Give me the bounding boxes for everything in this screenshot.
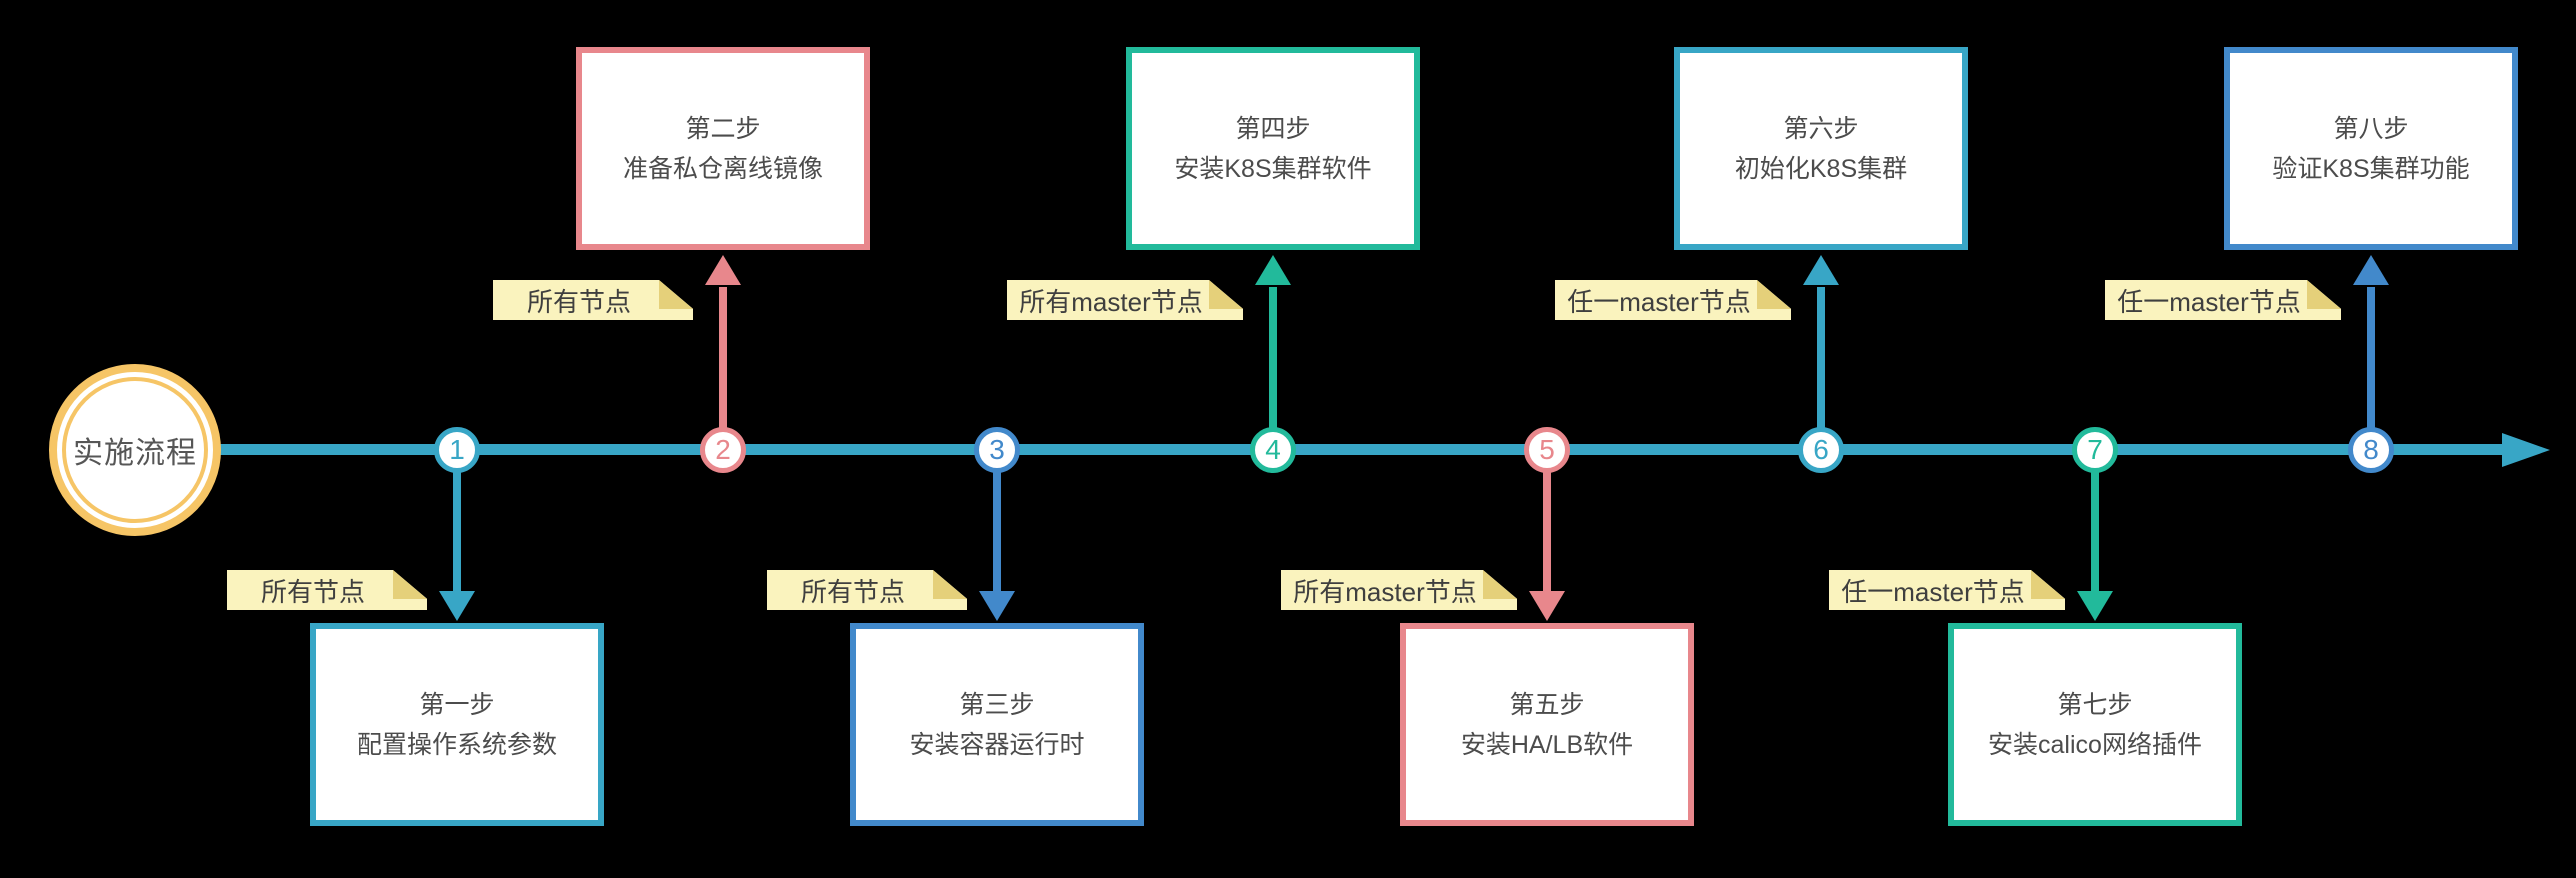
step-arrowhead-6-icon (1803, 255, 1839, 285)
step-arrowhead-2-icon (705, 255, 741, 285)
step-subtitle-3: 安装容器运行时 (909, 730, 1085, 759)
step-arrowhead-3-icon (979, 591, 1015, 621)
node-scope-tag-8: 任一master节点 (2105, 280, 2341, 320)
step-arrow-4 (1269, 287, 1277, 432)
tag-note-shape (2105, 280, 2341, 320)
tag-note-shape (1281, 570, 1517, 610)
timeline-node-7: 7 (2072, 427, 2118, 473)
node-number-5: 5 (1539, 434, 1555, 465)
step-arrow-5 (1543, 468, 1551, 593)
timeline-node-6: 6 (1798, 427, 1844, 473)
node-number-4: 4 (1265, 434, 1281, 465)
step-arrow-8 (2367, 287, 2375, 432)
step-title-5: 第五步 (1509, 690, 1585, 719)
node-scope-tag-5: 所有master节点 (1281, 570, 1517, 610)
step-box-2: 第二步 准备私仓离线镜像 (576, 47, 870, 250)
node-scope-tag-4: 所有master节点 (1007, 280, 1243, 320)
step-arrowhead-7-icon (2077, 591, 2113, 621)
tag-note-shape (1555, 280, 1791, 320)
step-arrow-2 (719, 287, 727, 432)
step-box-1: 第一步 配置操作系统参数 (310, 623, 604, 826)
step-box-3: 第三步 安装容器运行时 (850, 623, 1144, 826)
step-subtitle-7: 安装calico网络插件 (1988, 730, 2202, 759)
tag-label-7: 任一master节点 (1841, 576, 2025, 607)
step-box-8: 第八步 验证K8S集群功能 (2224, 47, 2518, 250)
step-arrowhead-1-icon (439, 591, 475, 621)
tag-label-4: 所有master节点 (1019, 286, 1203, 317)
timeline-node-5: 5 (1524, 427, 1570, 473)
step-arrow-3 (993, 468, 1001, 593)
step-subtitle-4: 安装K8S集群软件 (1174, 154, 1372, 183)
step-title-2: 第二步 (685, 114, 761, 143)
timeline-node-3: 3 (974, 427, 1020, 473)
step-arrow-7 (2091, 468, 2099, 593)
tag-label-6: 任一master节点 (1567, 286, 1751, 317)
step-arrow-1 (453, 468, 461, 593)
node-scope-tag-7: 任一master节点 (1829, 570, 2065, 610)
node-number-6: 6 (1813, 434, 1829, 465)
step-arrowhead-8-icon (2353, 255, 2389, 285)
step-arrowhead-4-icon (1255, 255, 1291, 285)
node-scope-tag-1: 所有节点 (227, 570, 427, 610)
step-subtitle-8: 验证K8S集群功能 (2272, 154, 2470, 183)
tag-label-2: 所有节点 (526, 286, 631, 317)
timeline-arrowhead-icon (2502, 433, 2550, 467)
node-number-2: 2 (715, 434, 731, 465)
tag-label-5: 所有master节点 (1293, 576, 1477, 607)
node-scope-tag-6: 任一master节点 (1555, 280, 1791, 320)
tag-label-8: 任一master节点 (2117, 286, 2301, 317)
timeline-node-1: 1 (434, 427, 480, 473)
node-number-3: 3 (989, 434, 1005, 465)
timeline-node-8: 8 (2348, 427, 2394, 473)
tag-note-shape (1007, 280, 1243, 320)
timeline-node-4: 4 (1250, 427, 1296, 473)
node-number-1: 1 (449, 434, 465, 465)
step-subtitle-2: 准备私仓离线镜像 (622, 154, 823, 183)
node-number-8: 8 (2363, 434, 2379, 465)
tag-label-1: 所有节点 (260, 576, 365, 607)
step-arrow-6 (1817, 287, 1825, 432)
step-subtitle-5: 安装HA/LB软件 (1460, 730, 1634, 759)
node-scope-tag-3: 所有节点 (767, 570, 967, 610)
step-box-6: 第六步 初始化K8S集群 (1674, 47, 1968, 250)
step-title-1: 第一步 (419, 690, 495, 719)
step-title-7: 第七步 (2057, 690, 2133, 719)
step-title-3: 第三步 (959, 690, 1035, 719)
step-box-4: 第四步 安装K8S集群软件 (1126, 47, 1420, 250)
node-scope-tag-2: 所有节点 (493, 280, 693, 320)
timeline-node-2: 2 (700, 427, 746, 473)
timeline (140, 444, 2505, 455)
step-title-8: 第八步 (2333, 114, 2409, 143)
tag-note-shape (1829, 570, 2065, 610)
step-title-4: 第四步 (1235, 114, 1311, 143)
start-circle-label: 实施流程 (73, 437, 197, 470)
node-number-7: 7 (2087, 434, 2103, 465)
step-title-6: 第六步 (1783, 114, 1859, 143)
tag-label-3: 所有节点 (800, 576, 905, 607)
step-subtitle-6: 初始化K8S集群 (1734, 154, 1908, 183)
step-box-7: 第七步 安装calico网络插件 (1948, 623, 2242, 826)
start-circle: 实施流程 (49, 364, 221, 536)
step-subtitle-1: 配置操作系统参数 (356, 730, 557, 759)
step-box-5: 第五步 安装HA/LB软件 (1400, 623, 1694, 826)
step-arrowhead-5-icon (1529, 591, 1565, 621)
